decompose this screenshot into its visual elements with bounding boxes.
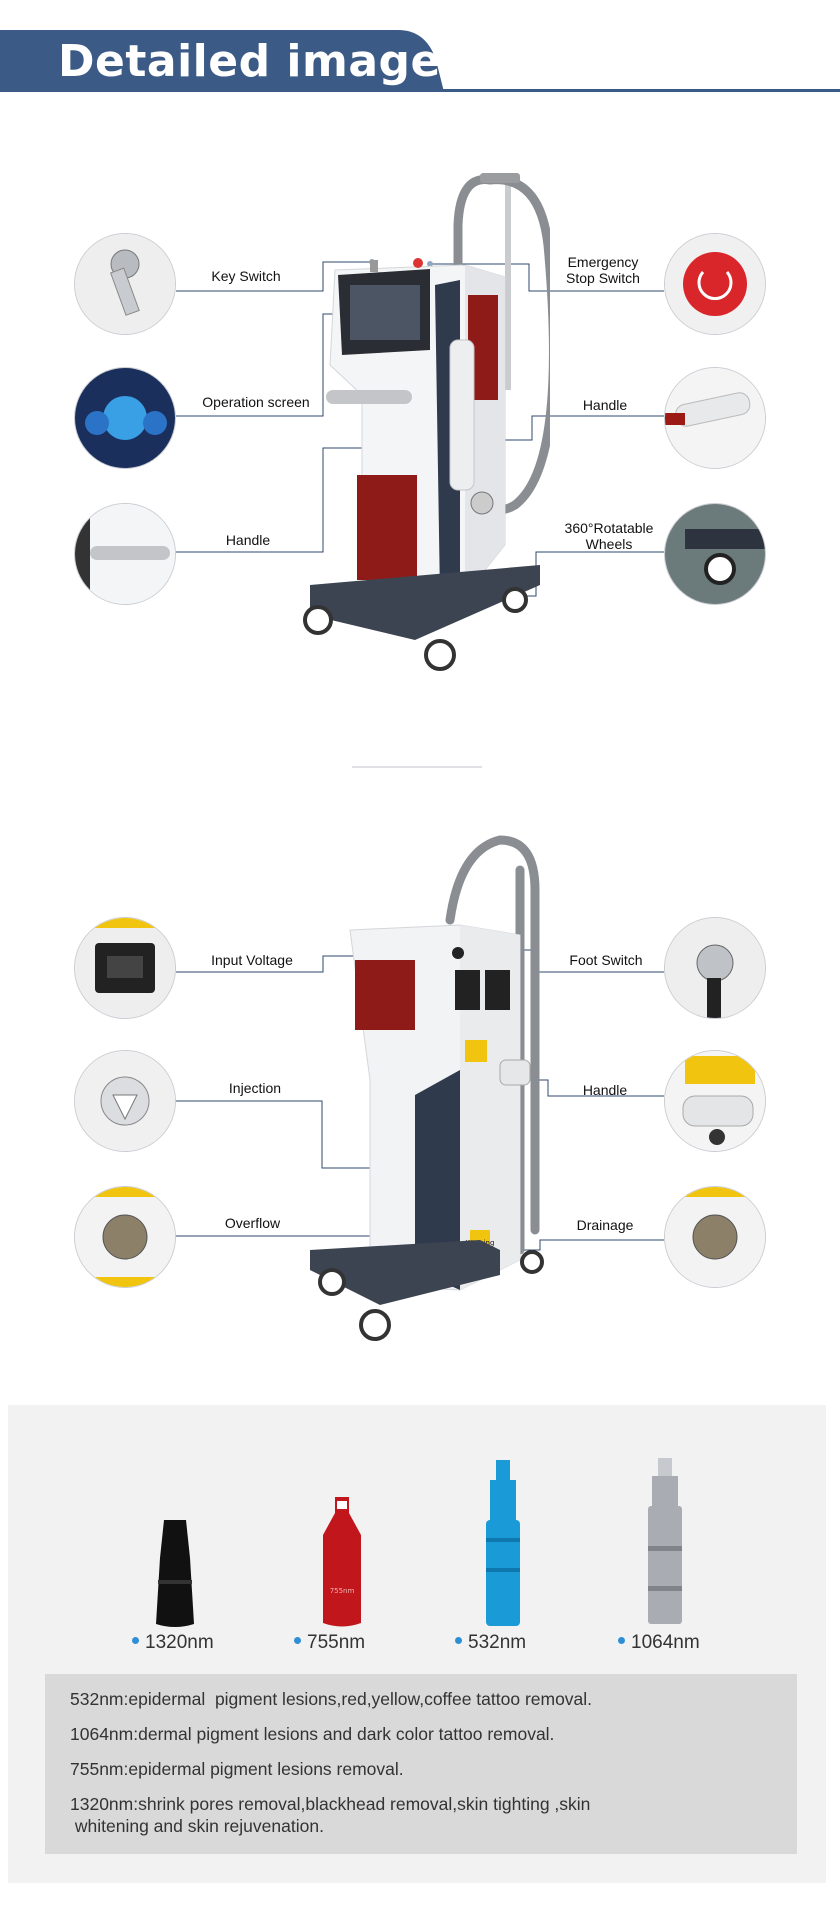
key-icon <box>75 234 175 334</box>
description-1320nm-line1: 1320nm:shrink pores removal,blackhead re… <box>70 1794 591 1814</box>
handle-bar-icon <box>75 504 175 604</box>
label-handle-right: Handle <box>582 397 628 413</box>
probe-label-text: 1064nm <box>631 1632 700 1653</box>
description-1320nm-line2: whitening and skin rejuvenation. <box>70 1816 324 1836</box>
probe-label-text: 532nm <box>468 1632 527 1653</box>
emergency-stop-thumbnail <box>664 233 766 335</box>
probe-label-755nm: 755nm <box>294 1632 365 1654</box>
bullet-icon <box>455 1637 462 1645</box>
foot-switch-thumbnail <box>664 917 766 1019</box>
page-title: Detailed images <box>58 36 468 87</box>
label-wheels-line2: Wheels <box>585 536 633 552</box>
probe-755nm-image: 755nm <box>323 1497 361 1627</box>
label-key-switch: Key Switch <box>211 268 281 284</box>
label-foot-switch: Foot Switch <box>569 952 643 968</box>
label-drainage: Drainage <box>576 1217 634 1233</box>
handpiece-icon <box>665 368 765 468</box>
handle-label-icon <box>665 1051 765 1151</box>
label-emergency-line1: Emergency <box>567 254 639 270</box>
label-wheels: 360°Rotatable Wheels <box>548 520 670 552</box>
bullet-icon <box>132 1637 139 1645</box>
probe-1320nm-image <box>156 1520 194 1627</box>
front-machine-image <box>303 173 550 671</box>
handle-left-thumbnail <box>74 503 176 605</box>
probe-532nm-image <box>486 1460 520 1626</box>
drainage-port-icon <box>665 1187 765 1287</box>
bullet-icon <box>618 1637 625 1645</box>
wheel-icon <box>665 504 765 604</box>
handle-right-thumbnail <box>664 367 766 469</box>
overflow-thumbnail <box>74 1186 176 1288</box>
back-machine-image: Warning <box>310 835 544 1341</box>
label-injection: Injection <box>228 1080 282 1096</box>
section-header: Detailed images <box>0 0 840 100</box>
label-wheels-line1: 360°Rotatable <box>564 520 654 536</box>
probe-755nm-engraving: 755nm <box>330 1587 355 1595</box>
probe-label-1320nm: 1320nm <box>132 1632 214 1654</box>
label-emergency-stop: Emergency Stop Switch <box>548 254 658 286</box>
label-operation-screen: Operation screen <box>202 394 310 410</box>
injection-thumbnail <box>74 1050 176 1152</box>
wheels-thumbnail <box>664 503 766 605</box>
label-handle-left: Handle <box>225 532 271 548</box>
probe-1064nm-image <box>648 1458 682 1624</box>
probe-label-text: 1320nm <box>145 1632 214 1653</box>
overflow-port-icon <box>75 1187 175 1287</box>
label-overflow: Overflow <box>224 1215 281 1231</box>
bullet-icon <box>294 1637 301 1645</box>
label-emergency-line2: Stop Switch <box>566 270 640 286</box>
label-input-voltage: Input Voltage <box>211 952 293 968</box>
foot-switch-connector-icon <box>665 918 765 1018</box>
power-socket-icon <box>75 918 175 1018</box>
wavelength-description-box: 532nm:epidermal pigment lesions,red,yell… <box>45 1674 797 1854</box>
probe-label-1064nm: 1064nm <box>618 1632 700 1654</box>
input-voltage-thumbnail <box>74 917 176 1019</box>
description-755nm: 755nm:epidermal pigment lesions removal. <box>70 1759 404 1779</box>
description-1064nm: 1064nm:dermal pigment lesions and dark c… <box>70 1724 555 1744</box>
screen-icon <box>75 368 175 468</box>
drainage-thumbnail <box>664 1186 766 1288</box>
description-532nm: 532nm:epidermal pigment lesions,red,yell… <box>70 1689 593 1709</box>
stop-button-icon <box>665 234 765 334</box>
label-handle-back: Handle <box>582 1082 628 1098</box>
handle-back-thumbnail <box>664 1050 766 1152</box>
probe-label-text: 755nm <box>307 1632 366 1653</box>
operation-screen-thumbnail <box>74 367 176 469</box>
probe-label-532nm: 532nm <box>455 1632 526 1654</box>
header-band <box>0 30 840 92</box>
key-switch-thumbnail <box>74 233 176 335</box>
injection-port-icon <box>75 1051 175 1151</box>
